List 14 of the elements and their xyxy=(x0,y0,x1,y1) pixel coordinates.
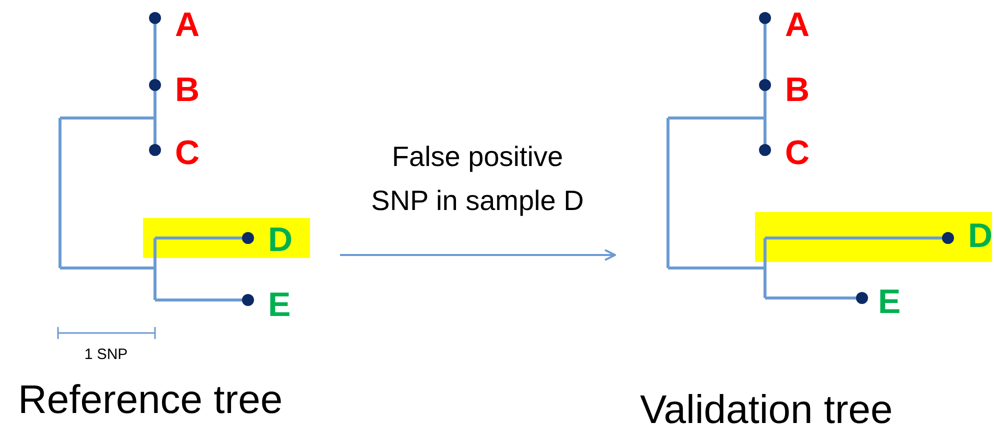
leaf-label: D xyxy=(268,222,293,258)
leaf-label: D xyxy=(968,218,993,254)
leaf-label: B xyxy=(785,72,810,108)
leaf-label: E xyxy=(268,287,291,323)
leaf-label: A xyxy=(785,7,810,43)
tree-caption: Reference tree xyxy=(18,378,283,422)
tree-caption: Validation tree xyxy=(640,388,893,426)
leaf-label: B xyxy=(175,72,200,108)
scale-label: 1 SNP xyxy=(84,346,128,363)
arrow xyxy=(340,249,616,261)
leaf-label: C xyxy=(785,135,810,171)
leaf-label: E xyxy=(878,284,901,320)
leaf-label: C xyxy=(175,135,200,171)
leaf-label: A xyxy=(175,7,200,43)
